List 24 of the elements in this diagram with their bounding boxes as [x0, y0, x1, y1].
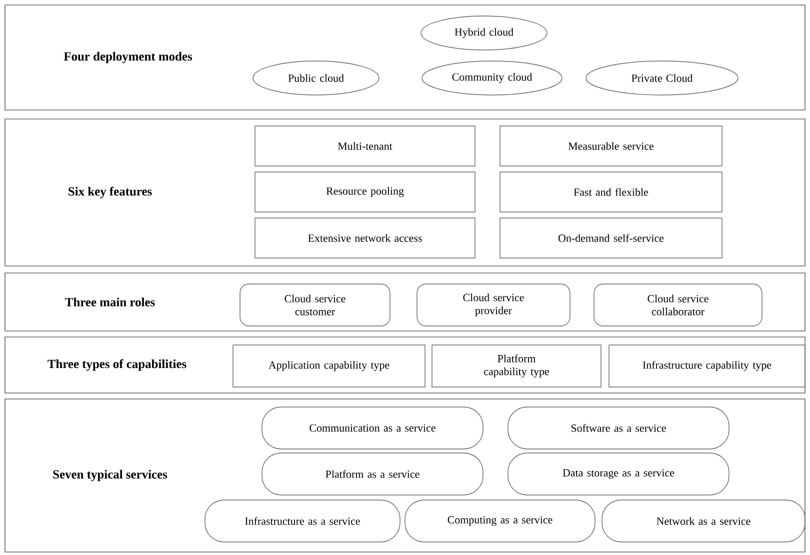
feature-box: Application capability type	[232, 344, 426, 388]
section-title: Six key features	[68, 186, 152, 198]
section-title: Three types of capabilities	[48, 359, 186, 371]
service-pill: Software as a service	[508, 406, 730, 450]
feature-box: Multi-tenant	[254, 126, 476, 166]
service-pill: Data storage as a service	[508, 452, 730, 496]
service-pill: Communication as a service	[262, 406, 484, 450]
service-pill: Computing as a service	[404, 500, 596, 542]
feature-box: Fast and flexible	[500, 172, 722, 212]
service-pill: Infrastructure as a service	[204, 500, 400, 542]
feature-box: Extensive network access	[254, 218, 476, 258]
role-box: Cloud service collaborator	[594, 284, 762, 326]
section-title: Four deployment modes	[64, 52, 192, 64]
feature-box: On-demand self-service	[500, 218, 722, 258]
service-pill: Platform as a service	[262, 452, 484, 496]
feature-box: Infrastructure capability type	[608, 344, 806, 388]
section-title: Seven typical services	[53, 470, 168, 482]
service-pill: Network as a service	[602, 500, 806, 542]
feature-box: Measurable service	[500, 126, 722, 166]
role-box: Cloud service provider	[416, 284, 570, 326]
role-box: Cloud service customer	[240, 284, 390, 326]
section-title: Three main roles	[65, 298, 155, 306]
feature-box: Platform capability type	[432, 344, 602, 388]
feature-box: Resource pooling	[254, 172, 476, 212]
